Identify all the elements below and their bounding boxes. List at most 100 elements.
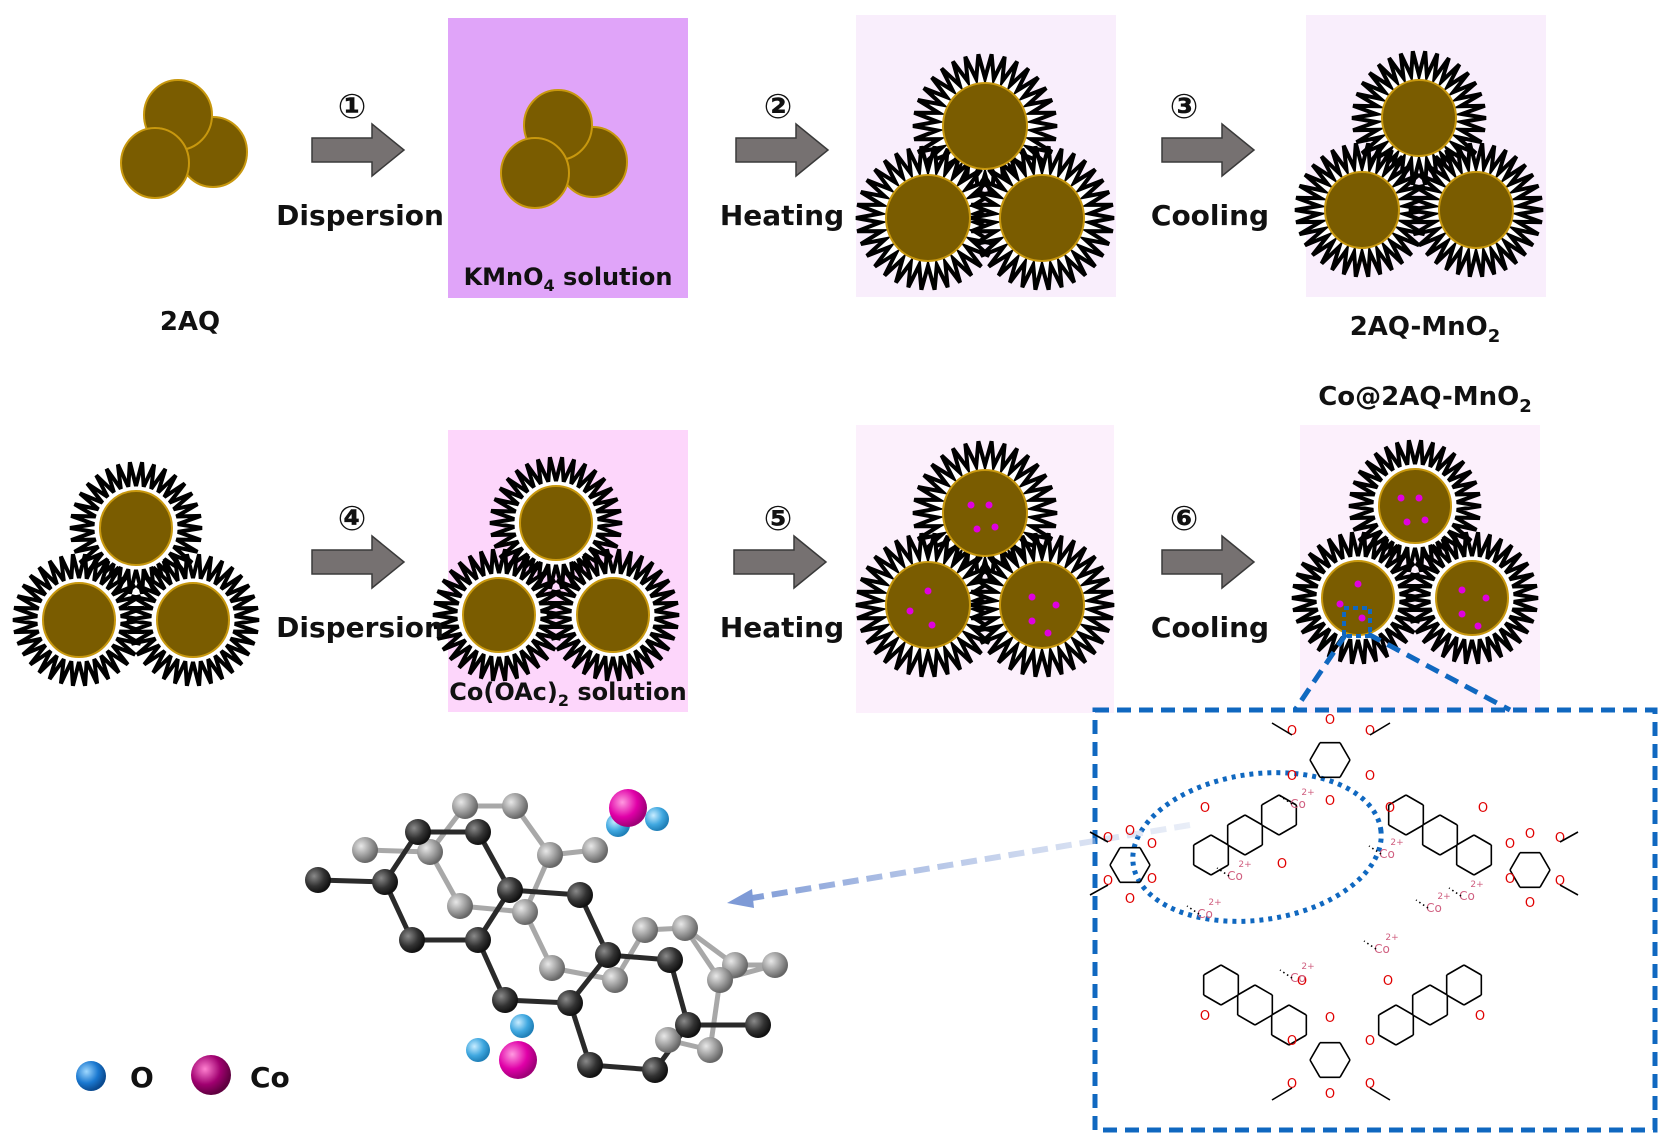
bond [1509, 852, 1521, 871]
oxygen-label: O [1200, 801, 1210, 816]
step6-number: ⑥ [1170, 499, 1199, 539]
zoom-line-left [1292, 632, 1349, 712]
bond [1288, 1004, 1307, 1016]
co-dot [1028, 593, 1036, 601]
co-dot [991, 523, 999, 531]
bond [1271, 722, 1293, 736]
bond [1369, 1087, 1391, 1101]
legend-co-sphere [191, 1055, 231, 1095]
co-ion-label: Co [1227, 869, 1243, 883]
aq-particle [885, 174, 971, 262]
oxygen-label: O [1287, 769, 1297, 784]
zoom-line-right [1366, 631, 1512, 713]
bond [1439, 814, 1458, 826]
label-2aq: 2AQ [160, 307, 220, 337]
oxygen-label: O [1525, 896, 1535, 911]
bond [1412, 984, 1431, 996]
aq-particle [519, 485, 593, 561]
carbon-atom-light [452, 793, 478, 819]
step6-label: Cooling [1151, 611, 1269, 644]
bond [1227, 814, 1246, 826]
kmno4-label: KMnO4 solution [464, 263, 673, 295]
oxygen-label: O [1365, 724, 1375, 739]
aq-particle [156, 582, 230, 658]
co-ion-label: Co [1459, 889, 1475, 903]
carbon-atom-light [417, 839, 443, 865]
oxygen-label: O [1365, 769, 1375, 784]
aq-particle [576, 577, 650, 653]
start-cluster-2 [12, 461, 260, 687]
bond [1237, 984, 1256, 996]
legend-o-label: O [130, 1061, 154, 1094]
step2-number: ② [764, 87, 793, 127]
carbon-atom-dark [577, 1052, 603, 1078]
bond [1220, 994, 1239, 1006]
bond [1193, 834, 1212, 846]
bond [1227, 844, 1246, 856]
step2-label: Heating [720, 199, 844, 232]
co-charge-label: 2+ [1208, 898, 1221, 908]
bond [1473, 864, 1492, 876]
co-ion-label: Co [1374, 942, 1390, 956]
bond [1422, 814, 1441, 826]
co-dot [967, 501, 975, 509]
co-charge-label: 2+ [1437, 892, 1450, 902]
molecule-3d-model [305, 789, 788, 1083]
oxygen-label: O [1555, 831, 1565, 846]
process-arrow [311, 534, 406, 590]
co-dot [1421, 516, 1429, 524]
carbon-atom-light [697, 1037, 723, 1063]
oxygen-label: O [1277, 857, 1287, 872]
co-dot [1458, 610, 1466, 618]
aq-particle [500, 137, 570, 209]
bond [1509, 869, 1521, 888]
process-arrow [1161, 534, 1256, 590]
carbon-atom-dark [405, 819, 431, 845]
bond [1429, 984, 1448, 996]
bond [1559, 884, 1579, 896]
aq-particle [942, 82, 1028, 170]
co-dot [1415, 494, 1423, 502]
oxygen-label: O [1147, 837, 1157, 852]
co-dot [973, 525, 981, 533]
oxygen-label: O [1125, 824, 1135, 839]
process-arrow [311, 122, 406, 178]
carbon-atom-light [707, 967, 733, 993]
aq-particle [999, 174, 1085, 262]
bond [1422, 844, 1441, 856]
bond [1109, 864, 1121, 883]
co-ion-label: Co [1379, 847, 1395, 861]
process-arrow [1161, 122, 1256, 178]
bond [1456, 864, 1475, 876]
product-cluster-1 [1294, 50, 1544, 278]
co-charge-label: 2+ [1238, 860, 1251, 870]
bond [1388, 794, 1407, 806]
bond [1271, 1087, 1293, 1101]
oxygen-label: O [1325, 1011, 1335, 1026]
bond [1369, 722, 1391, 736]
bond [1261, 824, 1280, 836]
bond [1139, 847, 1151, 866]
aq-particle [885, 561, 971, 649]
bond [1378, 1034, 1397, 1046]
carbon-atom-light [762, 952, 788, 978]
bond [1405, 794, 1424, 806]
oxygen-label: O [1287, 1077, 1297, 1092]
step3-number: ③ [1170, 87, 1199, 127]
bond [1271, 1004, 1290, 1016]
oxygen-label: O [1525, 827, 1535, 842]
aq-particle [462, 577, 536, 653]
bond [1261, 794, 1280, 806]
aq-particle [1438, 171, 1514, 249]
co-solution-cluster [432, 456, 680, 682]
carbon-atom-dark [305, 867, 331, 893]
bond [1203, 994, 1222, 1006]
carbon-atom-dark [492, 987, 518, 1013]
carbon-atom-dark [657, 947, 683, 973]
bond [1089, 884, 1109, 896]
carbon-atom-dark [465, 927, 491, 953]
bond [1463, 994, 1482, 1006]
carbon-atom-dark [675, 1012, 701, 1038]
oxygen-label: O [1365, 1077, 1375, 1092]
bond [1220, 964, 1239, 976]
